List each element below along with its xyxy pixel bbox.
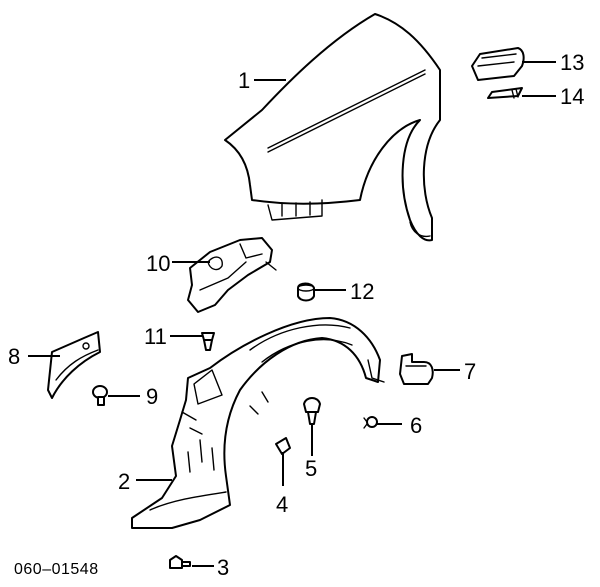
screw-part-3: [169, 555, 191, 569]
retainer-part-4: [275, 437, 291, 455]
leader-lines: [28, 61, 556, 567]
callout-9: 9: [146, 384, 158, 409]
callout-14: 14: [560, 84, 584, 109]
callout-labels: 1 2 3 4 5 6 7 8 9 10 11 12 13 14: [8, 50, 584, 580]
callout-8: 8: [8, 344, 20, 369]
callout-1: 1: [238, 68, 250, 93]
callout-6: 6: [410, 413, 422, 438]
fender-bracket-part: [187, 237, 277, 313]
callout-10: 10: [146, 251, 170, 276]
fender-part: [224, 13, 441, 242]
callout-3: 3: [217, 555, 229, 580]
callout-12: 12: [350, 279, 374, 304]
side-marker-lamp-part: [471, 47, 525, 81]
callout-5: 5: [305, 456, 317, 481]
gasket-part: [487, 87, 523, 99]
figure-code: 060–01548: [14, 561, 99, 578]
screw-part-9: [92, 385, 108, 406]
mud-guard-part: [47, 331, 101, 399]
clip-part-6: [363, 416, 378, 429]
callout-4: 4: [276, 492, 288, 517]
callout-7: 7: [464, 359, 476, 384]
clip-part-11: [201, 332, 215, 351]
callout-2: 2: [118, 469, 130, 494]
plug-part: [297, 282, 315, 302]
inner-fender-liner-part: [131, 317, 385, 529]
callout-13: 13: [560, 50, 584, 75]
push-clip-part-5: [303, 397, 321, 425]
callout-11: 11: [144, 324, 167, 349]
bracket-part-7: [399, 353, 434, 385]
